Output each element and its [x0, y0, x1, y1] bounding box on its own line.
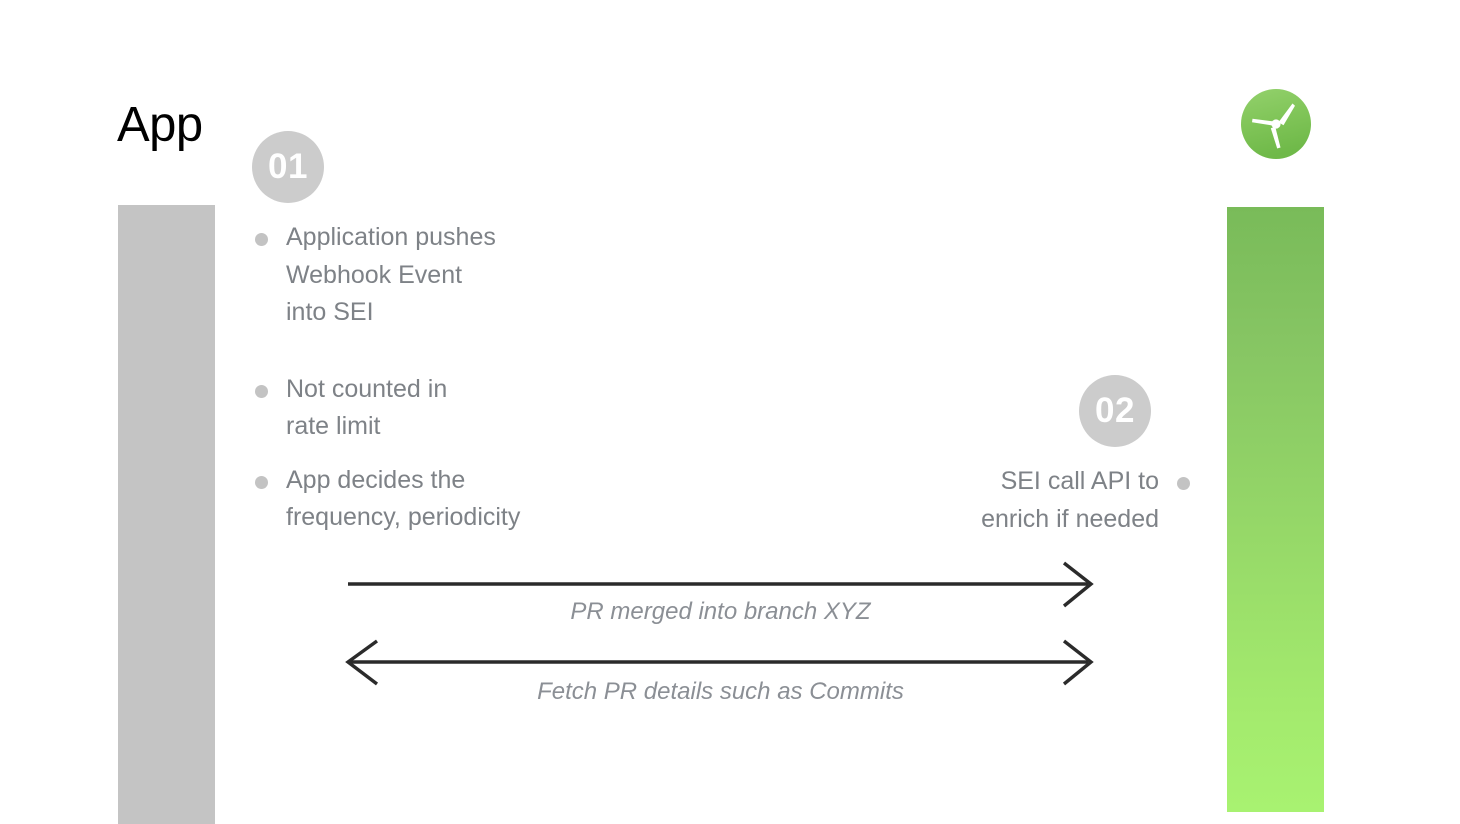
fetch-pr-details-arrow: Fetch PR details such as Commits: [340, 638, 1105, 705]
bullet-line: into SEI: [286, 298, 374, 326]
bullet-line: frequency, periodicity: [286, 503, 521, 531]
step-01-bullet-list: Application pushes Webhook Event into SE…: [255, 219, 675, 537]
bullet-line: enrich if needed: [981, 504, 1159, 533]
bullet-dot-icon: [255, 384, 268, 398]
step-badge-02: 02: [1079, 375, 1151, 447]
list-item: App decides the frequency, periodicity: [255, 462, 675, 537]
bullet-dot-icon: [1177, 477, 1190, 490]
arrow-label: Fetch PR details such as Commits: [537, 678, 904, 705]
bullet-dot-icon: [255, 475, 268, 489]
step-badge-01: 01: [252, 131, 324, 203]
step-02-bullet-list: SEI call API to enrich if needed: [820, 463, 1190, 538]
bullet-dot-icon: [255, 233, 268, 246]
propeller-logo: [1240, 88, 1312, 160]
bullet-line: Application pushes: [286, 223, 496, 251]
list-item: SEI call API to enrich if needed: [820, 463, 1190, 538]
bullet-line: Not counted in: [286, 374, 448, 403]
page-title: App: [117, 98, 203, 152]
bullet-line: Webhook Event: [286, 260, 463, 289]
bullet-line: App decides the: [286, 465, 466, 494]
list-item: Application pushes Webhook Event into SE…: [255, 219, 675, 332]
bullet-line: rate limit: [286, 412, 381, 440]
bullet-line: SEI call API to: [1000, 467, 1159, 495]
pr-merged-arrow: PR merged into branch XYZ: [340, 560, 1105, 625]
left-column-bar: [118, 205, 215, 824]
right-column-bar: [1227, 207, 1324, 812]
arrow-label: PR merged into branch XYZ: [570, 598, 871, 625]
list-item: Not counted in rate limit: [255, 371, 675, 446]
